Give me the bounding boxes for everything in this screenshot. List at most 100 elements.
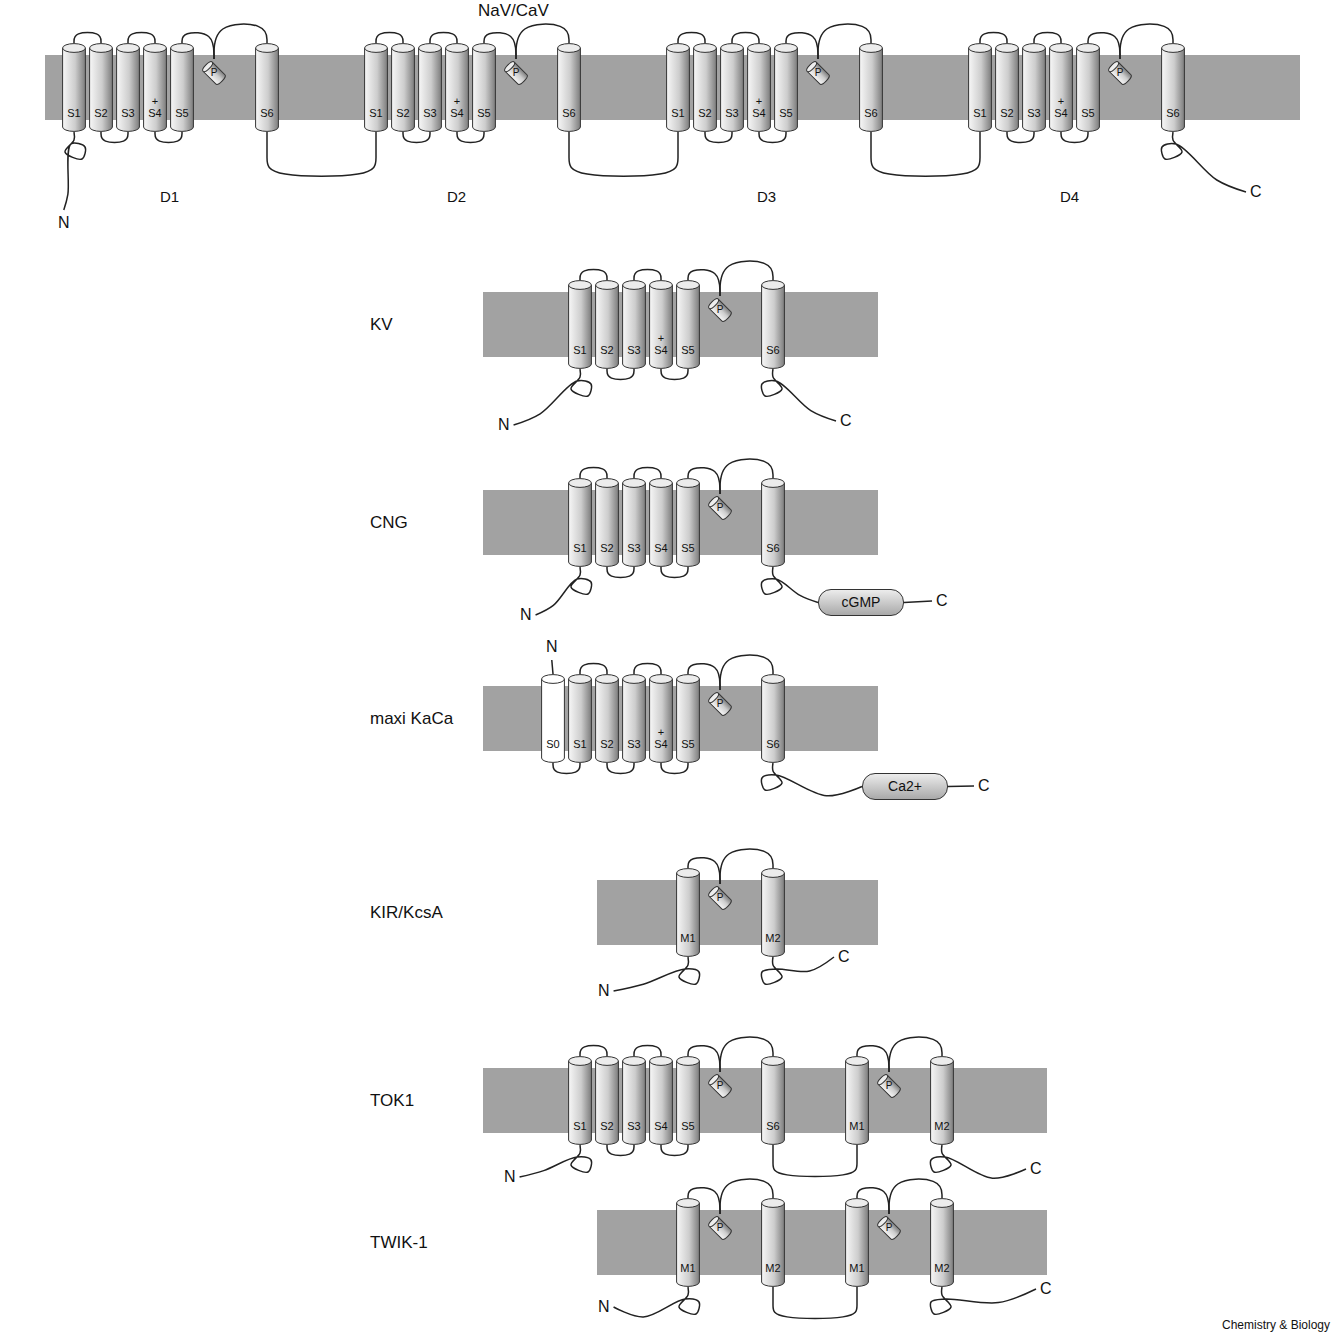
helix-segment: S6	[1161, 43, 1185, 132]
segment-label: S2	[396, 107, 409, 119]
segment-label: S3	[627, 344, 640, 356]
cylinder-body	[63, 48, 86, 131]
label-holder: +S4	[1049, 43, 1073, 132]
channel-name: TWIK-1	[370, 1233, 428, 1253]
terminus-label: C	[1030, 1160, 1042, 1178]
helix-segment: S6	[557, 43, 581, 132]
label-holder: S2	[595, 478, 619, 567]
label-holder: S1	[666, 43, 690, 132]
cylinder-body	[365, 48, 388, 131]
label-holder: S5	[472, 43, 496, 132]
cylinder-body	[596, 1061, 619, 1144]
segment-label: S2	[600, 1120, 613, 1132]
loop-connector	[773, 1287, 857, 1318]
cylinder-cap	[569, 479, 592, 488]
helix-segment: S5	[774, 43, 798, 132]
terminus-label: D3	[757, 188, 776, 206]
label-holder: +S4	[649, 280, 673, 369]
cylinder-body	[969, 48, 992, 131]
cylinder-cap	[996, 44, 1019, 53]
segment-label: S6	[766, 344, 779, 356]
label-holder: S5	[774, 43, 798, 132]
pore-helix: P	[707, 690, 733, 718]
cylinder-cap	[762, 869, 785, 878]
loop-connector	[661, 567, 688, 578]
label-holder: S1	[62, 43, 86, 132]
helix-segment: S2	[995, 43, 1019, 132]
loop-connector	[1034, 32, 1061, 43]
cylinder-cap	[1050, 44, 1073, 53]
segment-label: S5	[681, 344, 694, 356]
cylinder-cap	[762, 675, 785, 684]
helix-segment: S3	[622, 280, 646, 369]
loop-connector	[128, 32, 155, 43]
segment-label: S3	[627, 1120, 640, 1132]
segment-label: P	[211, 67, 218, 79]
helix-segment: +S4	[445, 43, 469, 132]
cylinder-body	[569, 679, 592, 762]
label-holder: P	[707, 494, 733, 522]
terminus-tail	[761, 957, 834, 984]
helix-segment: S2	[89, 43, 113, 132]
helix-segment: M2	[930, 1056, 954, 1145]
helix-segment: S2	[595, 280, 619, 369]
helix-segment: S1	[568, 478, 592, 567]
cylinder-body	[90, 48, 113, 131]
segment-label: S2	[600, 344, 613, 356]
membrane-band: TOK1S1S2S3S4S5PS6M1PM2	[483, 1068, 1047, 1133]
label-holder: +S4	[143, 43, 167, 132]
membrane-band: NaV/CaVS1S2S3+S4S5PS6S1S2S3+S4S5PS6S1S2S…	[45, 55, 1300, 120]
helix-segment: S1	[568, 1056, 592, 1145]
helix-segment: S3	[116, 43, 140, 132]
label-holder: S1	[568, 478, 592, 567]
helix-segment: M2	[761, 1198, 785, 1287]
cylinder-cap	[721, 44, 744, 53]
helix-segment: S6	[761, 1056, 785, 1145]
pore-helix: P	[1107, 59, 1133, 87]
terminus-label: N	[58, 214, 70, 232]
terminus-label: C	[936, 592, 948, 610]
segment-label: S1	[573, 738, 586, 750]
segment-label: S2	[600, 738, 613, 750]
terminus-tail	[948, 785, 974, 787]
cylinder-body	[569, 483, 592, 566]
cylinder-body	[860, 48, 883, 131]
terminus-label: N	[598, 1298, 610, 1316]
segment-label: S5	[681, 542, 694, 554]
cylinder-cap	[569, 281, 592, 290]
segment-label: S2	[94, 107, 107, 119]
segment-label: S6	[766, 1120, 779, 1132]
label-holder: S1	[568, 280, 592, 369]
membrane-band: TWIK-1M1PM2M1PM2	[597, 1210, 1047, 1275]
cylinder-cap	[762, 1199, 785, 1208]
helix-segment: M2	[930, 1198, 954, 1287]
pore-helix: P	[707, 1072, 733, 1100]
segment-label: S4	[1054, 107, 1067, 119]
cylinder-body	[721, 48, 744, 131]
cylinder-body	[996, 48, 1019, 131]
terminus-label: D4	[1060, 188, 1079, 206]
channel-name: KV	[370, 315, 393, 335]
segment-label: S2	[698, 107, 711, 119]
helix-segment: S6	[761, 280, 785, 369]
helix-segment: S2	[595, 1056, 619, 1145]
loop-connector	[661, 369, 688, 380]
cylinder-cap	[748, 44, 771, 53]
label-holder: S3	[418, 43, 442, 132]
segment-label: S1	[67, 107, 80, 119]
cylinder-body	[1077, 48, 1100, 131]
cylinder-cap	[650, 1057, 673, 1066]
cylinder-body	[650, 679, 673, 762]
segment-label: S3	[1027, 107, 1040, 119]
label-holder: S6	[557, 43, 581, 132]
label-holder: S1	[568, 1056, 592, 1145]
cylinder-body	[596, 483, 619, 566]
label-holder: M2	[930, 1198, 954, 1287]
channel-name: TOK1	[370, 1091, 414, 1111]
terminus-tail	[930, 1287, 1036, 1314]
label-holder: S5	[676, 280, 700, 369]
loop-connector	[403, 132, 430, 143]
label-holder: S4	[649, 1056, 673, 1145]
terminus-tail	[1161, 132, 1246, 192]
cylinder-cap	[473, 44, 496, 53]
